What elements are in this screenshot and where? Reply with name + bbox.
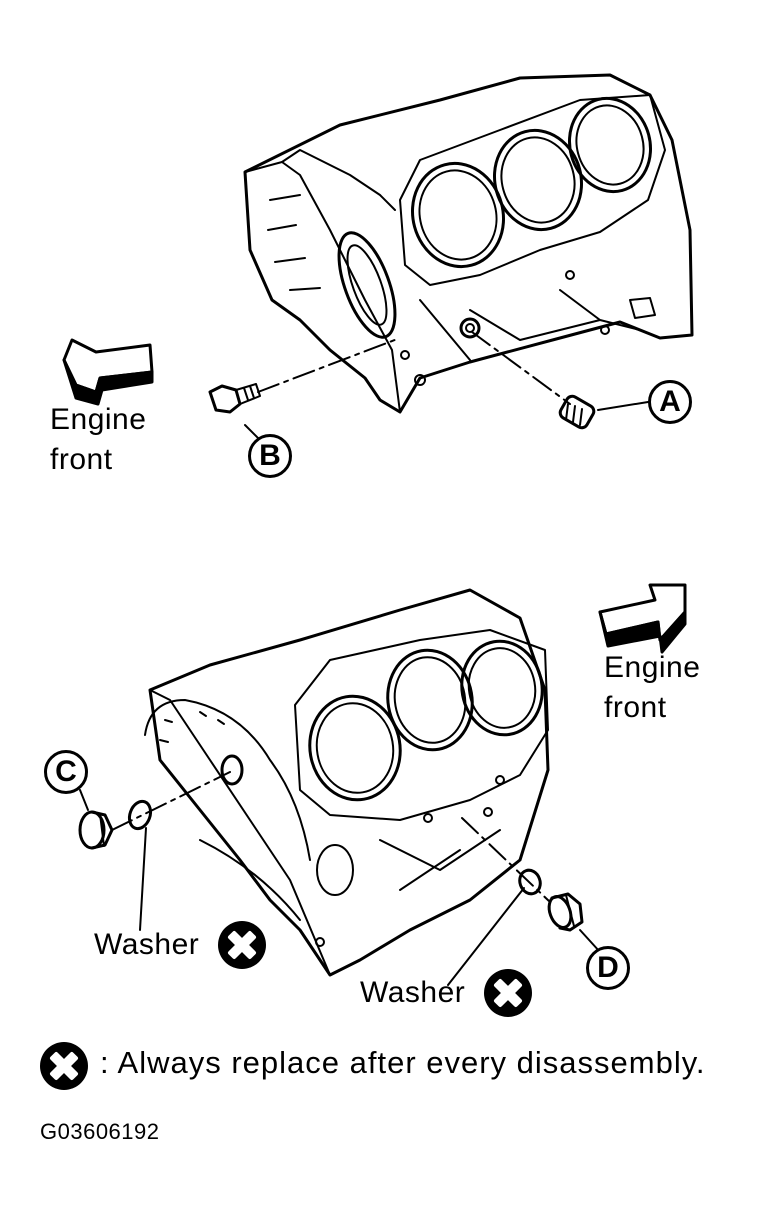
plug-d xyxy=(547,892,584,932)
callout-c: C xyxy=(44,750,88,794)
x-in-circle-icon xyxy=(484,969,532,1017)
arrow-icon-engine-front-top xyxy=(62,338,154,406)
x-in-circle-icon xyxy=(218,921,266,969)
washer-label-left: Washer xyxy=(94,928,200,961)
figure-code: G03606192 xyxy=(40,1119,160,1144)
engine-front-label-top: Engine front xyxy=(50,403,147,476)
x-in-circle-icon xyxy=(40,1042,88,1090)
washer-label-right: Washer xyxy=(360,976,466,1009)
callout-a: A xyxy=(648,380,692,424)
lower-engine-block xyxy=(144,588,550,977)
plug-b-bolt xyxy=(208,383,261,414)
callout-d: D xyxy=(586,946,630,990)
washer-right-ring xyxy=(518,868,542,896)
arrow-icon-engine-front-bottom xyxy=(598,583,687,654)
plug-c xyxy=(78,810,114,850)
engine-front-label-bottom: Engine front xyxy=(604,651,701,724)
upper-engine-block xyxy=(243,73,694,414)
legend-text: : Always replace after every disassembly… xyxy=(100,1045,706,1080)
callout-b: B xyxy=(248,434,292,478)
plug-a xyxy=(558,394,596,430)
washer-left-ring xyxy=(127,799,153,831)
